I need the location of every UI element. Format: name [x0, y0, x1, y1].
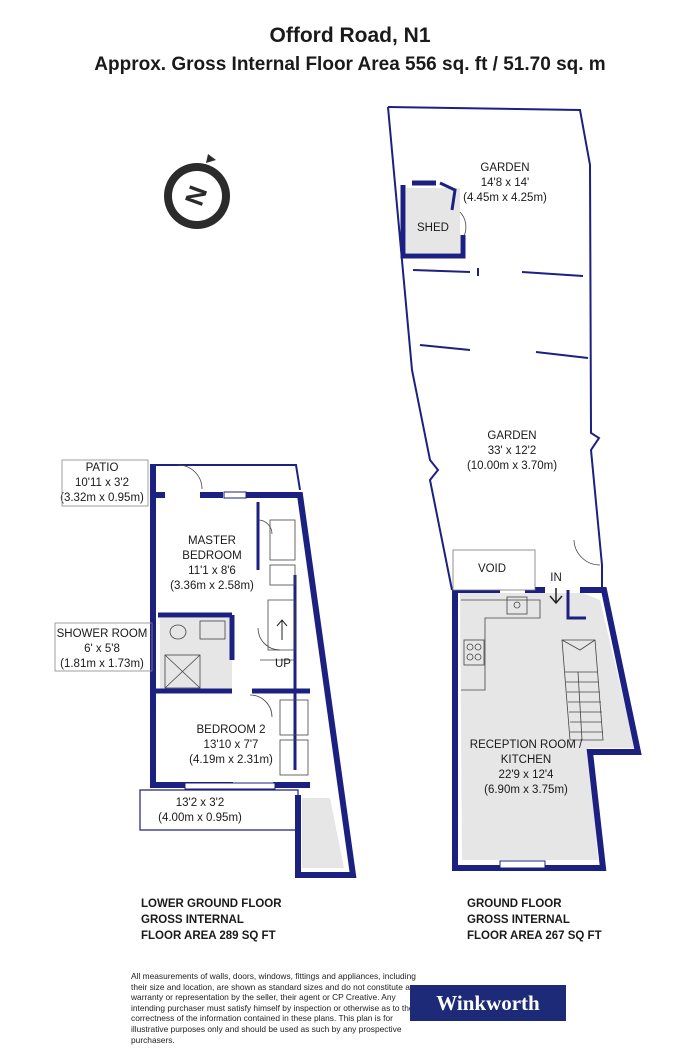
winkworth-logo: Winkworth — [410, 985, 566, 1021]
garden-upper-dims: 14'8 x 14' — [481, 177, 530, 189]
patio-metric: (3.32m x 0.95m) — [60, 492, 144, 504]
ground-floor — [452, 549, 642, 871]
bedroom2-dims: 13'10 x 7'7 — [204, 739, 259, 751]
garden-lower-dims: 33' x 12'2 — [488, 445, 537, 457]
shower-room-label: SHOWER ROOM — [57, 628, 148, 640]
lower-ground-floor-area: LOWER GROUND FLOOR GROSS INTERNAL FLOOR … — [141, 896, 282, 944]
ground-floor-area-value: FLOOR AREA 267 SQ FT — [467, 930, 602, 942]
reception-dims: 22'9 x 12'4 — [499, 769, 555, 781]
entrance-label: IN — [550, 572, 562, 584]
master-bedroom-dims: 11'1 x 8'6 — [188, 565, 236, 577]
stairs-up-label: UP — [275, 658, 291, 670]
ground-floor-gross: GROSS INTERNAL — [467, 914, 570, 926]
garden-upper-label: GARDEN — [480, 162, 529, 174]
reception-metric: (6.90m x 3.75m) — [484, 784, 568, 796]
lower-floor-gross: GROSS INTERNAL — [141, 914, 244, 926]
lower-area-metric: (4.00m x 0.95m) — [158, 812, 242, 824]
garden-lower-label: GARDEN — [487, 430, 536, 442]
lower-floor-name: LOWER GROUND FLOOR — [141, 898, 282, 910]
void-label: VOID — [478, 563, 506, 575]
shed-label: SHED — [417, 222, 449, 234]
bedroom2-label: BEDROOM 2 — [196, 724, 265, 736]
lower-ground-floor — [139, 464, 357, 878]
patio-label: PATIO — [86, 462, 119, 474]
lower-floor-area: FLOOR AREA 289 SQ FT — [141, 930, 276, 942]
garden-area — [387, 106, 603, 591]
reception-label-line2: KITCHEN — [501, 754, 551, 766]
master-bedroom-metric: (3.36m x 2.58m) — [170, 580, 254, 592]
shower-room-metric: (1.81m x 1.73m) — [60, 658, 144, 670]
compass-icon: N — [164, 154, 230, 229]
ground-floor-area: GROUND FLOOR GROSS INTERNAL FLOOR AREA 2… — [467, 896, 602, 944]
patio-dims: 10'11 x 3'2 — [75, 477, 129, 489]
garden-upper-metric: (4.45m x 4.25m) — [463, 192, 547, 204]
floor-area-subtitle: Approx. Gross Internal Floor Area 556 sq… — [94, 54, 606, 75]
master-bedroom-label-line2: BEDROOM — [182, 550, 241, 562]
bedroom2-metric: (4.19m x 2.31m) — [189, 754, 273, 766]
garden-lower-metric: (10.00m x 3.70m) — [467, 460, 557, 472]
page-title: Offord Road, N1 — [269, 24, 431, 47]
lower-area-dims: 13'2 x 3'2 — [176, 797, 225, 809]
master-bedroom-label-line1: MASTER — [188, 535, 236, 547]
reception-label-line1: RECEPTION ROOM / — [470, 739, 583, 751]
shower-room-dims: 6' x 5'8 — [84, 643, 120, 655]
room-labels: GARDEN 14'8 x 14' (4.45m x 4.25m) SHED G… — [57, 162, 583, 824]
disclaimer-text: All measurements of walls, doors, window… — [131, 971, 419, 1045]
ground-floor-name: GROUND FLOOR — [467, 898, 562, 910]
